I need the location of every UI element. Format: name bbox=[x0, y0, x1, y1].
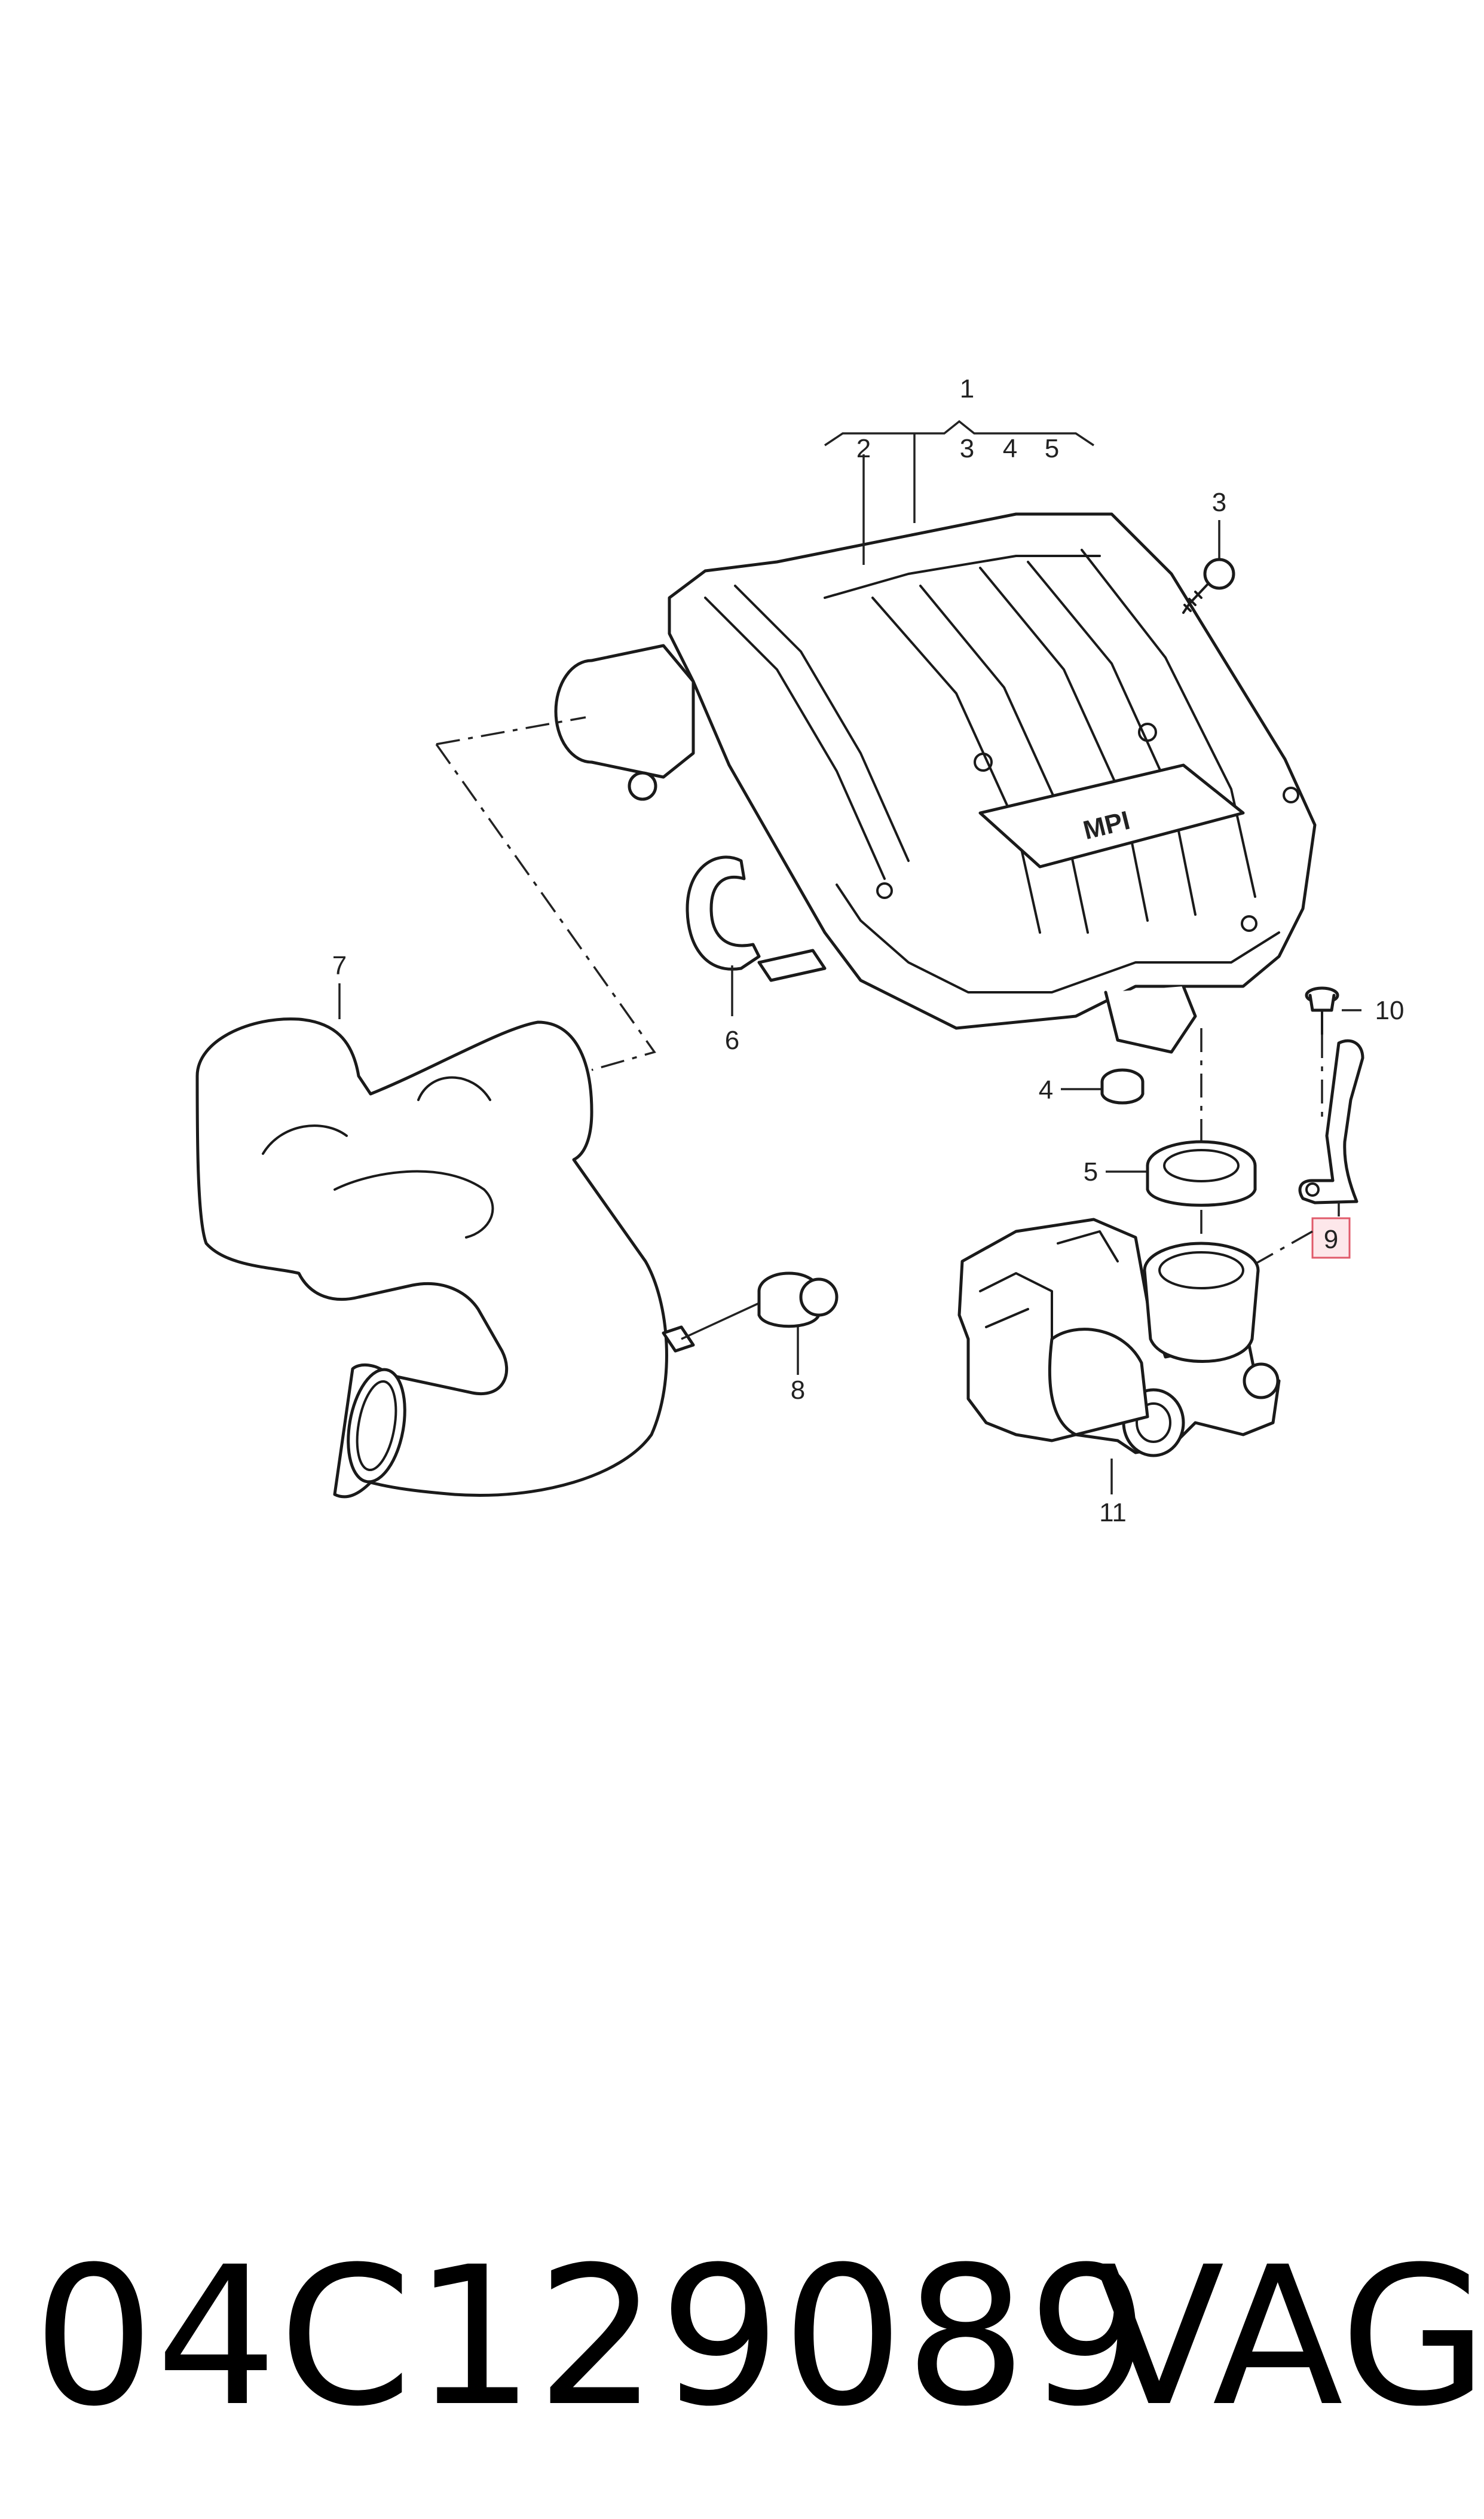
gasket-part-5: 5 bbox=[1084, 1140, 1257, 1207]
intake-manifold: MPI bbox=[554, 512, 1317, 1054]
bracket-part-9: 9 bbox=[1249, 1039, 1364, 1268]
callout-4-seal: 4 bbox=[1039, 1075, 1053, 1105]
brand-label: VAG bbox=[1094, 2226, 1484, 2448]
callout-1: 1 bbox=[960, 374, 974, 403]
bolt-part-10: 10 bbox=[1305, 986, 1405, 1118]
seal-part-4: 4 bbox=[1039, 1068, 1145, 1105]
assembly-line-inlet bbox=[435, 716, 656, 1071]
callout-5: 5 bbox=[1045, 434, 1059, 463]
grommet-part-8: 8 bbox=[681, 1271, 839, 1405]
callout-5-gasket: 5 bbox=[1084, 1157, 1098, 1187]
callout-2: 2 bbox=[856, 434, 871, 463]
screw-part-3: 3 bbox=[1182, 488, 1235, 614]
callout-3: 3 bbox=[960, 434, 974, 463]
air-duct-part-7: 7 bbox=[195, 951, 695, 1499]
callout-group-1: 1 2 3 4 5 bbox=[824, 374, 1094, 565]
callout-6: 6 bbox=[725, 1026, 739, 1055]
callout-7: 7 bbox=[332, 951, 347, 980]
callout-4: 4 bbox=[1003, 434, 1017, 463]
callout-9: 9 bbox=[1324, 1225, 1338, 1254]
highlight-box-9 bbox=[1311, 1217, 1351, 1259]
hose-part-6: 6 bbox=[686, 855, 761, 1055]
part-number-label: 04C129089 bbox=[33, 2226, 1151, 2448]
callout-3-screw: 3 bbox=[1212, 488, 1226, 517]
caption-bar: 04C129089 VAG bbox=[0, 2212, 1484, 2463]
exploded-parts-diagram: MPI 1 2 3 4 5 3 6 bbox=[195, 374, 1405, 1527]
callout-11: 11 bbox=[1099, 1498, 1127, 1527]
throttle-body-part-11: 11 bbox=[957, 1218, 1281, 1527]
callout-10: 10 bbox=[1375, 996, 1405, 1025]
callout-8: 8 bbox=[791, 1375, 805, 1405]
